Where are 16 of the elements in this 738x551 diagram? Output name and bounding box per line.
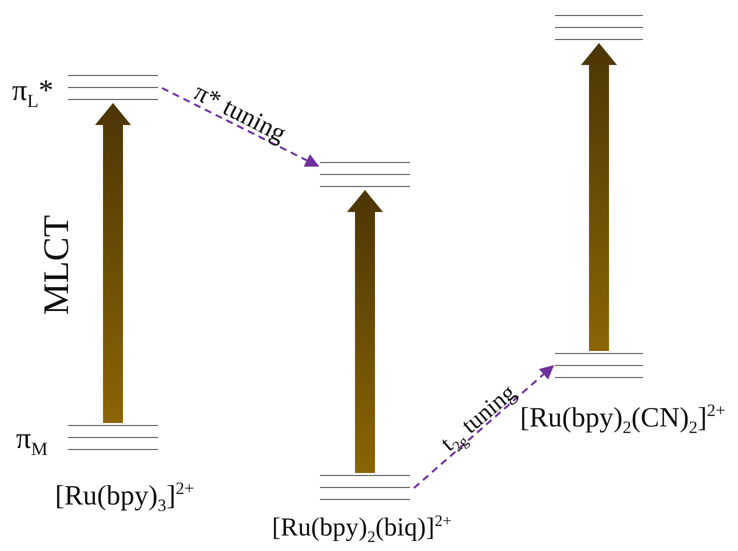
complex-label: [Ru(bpy)$_{2}$(CN)$_{2}$]$^{2+}$	[520, 402, 726, 436]
energy-level-group	[68, 75, 158, 103]
tuning-arrow	[162, 87, 320, 167]
edge-label: MLCT	[38, 215, 74, 315]
transition-arrow	[347, 190, 383, 473]
complex-label: [Ru(bpy)$_{3}$]$^{2+}$	[55, 480, 194, 514]
energy-level-group	[555, 15, 643, 43]
energy-level-group	[320, 162, 410, 190]
energy-level-group	[68, 425, 158, 453]
energy-level-group	[555, 353, 643, 381]
transition-arrow	[95, 103, 131, 423]
complex-label: [Ru(bpy)$_{2}$(biq)]$^{2+}$	[272, 514, 452, 546]
level-label: π$_{M}$	[16, 424, 48, 460]
energy-level-group	[320, 475, 410, 503]
level-label: π$_{L}$*	[12, 76, 54, 112]
transition-arrow	[581, 43, 617, 351]
